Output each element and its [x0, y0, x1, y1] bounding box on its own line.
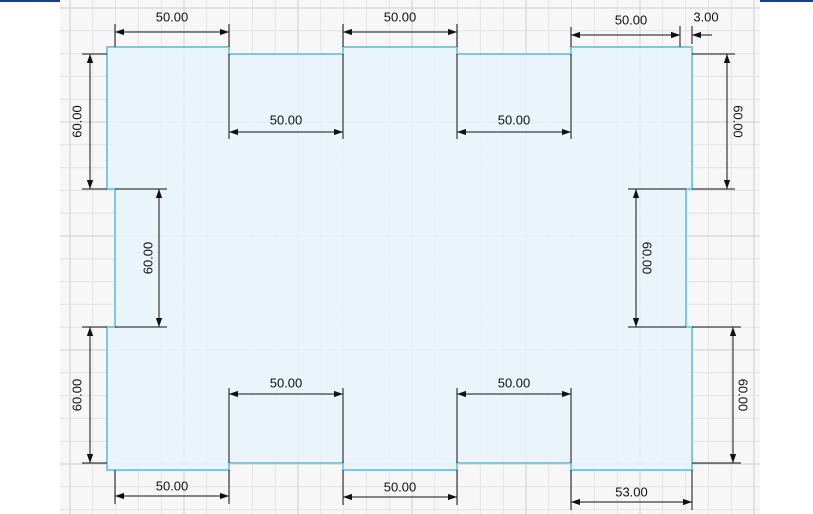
dimension-label-top-gap-1: 50.00 — [270, 112, 303, 127]
dimension-annotations: 50.00 50.00 50.00 3.00 50.00 50.00 50.00 50.00 5… — [69, 9, 751, 510]
dimension-label-top-tab-1: 50.00 — [156, 9, 189, 24]
dimension-label-bottom-tab-1: 50.00 — [156, 478, 189, 493]
dimension-label-right-lower: 60.00 — [736, 379, 751, 412]
dimension-label-right-upper: 60.00 — [731, 105, 746, 138]
dimension-label-bottom-gap-2: 50.00 — [498, 375, 531, 390]
dimension-label-right-middle: 60.00 — [640, 242, 655, 275]
dimension-label-bottom-gap-1: 50.00 — [270, 375, 303, 390]
dimension-label-top-offset: 3.00 — [693, 9, 718, 24]
dimension-label-bottom-tab-2: 50.00 — [384, 479, 417, 494]
dimension-label-left-upper: 60.00 — [69, 105, 84, 138]
dimension-label-left-middle: 60.00 — [140, 242, 155, 275]
dimension-label-top-tab-2: 50.00 — [384, 9, 417, 24]
dimension-label-top-tab-3: 50.00 — [615, 12, 648, 27]
dimension-label-top-gap-2: 50.00 — [498, 112, 531, 127]
panel-outline[interactable] — [106, 46, 693, 471]
dimension-label-left-lower: 60.00 — [69, 379, 84, 412]
dimension-label-bottom-tab-3: 53.00 — [615, 484, 648, 499]
